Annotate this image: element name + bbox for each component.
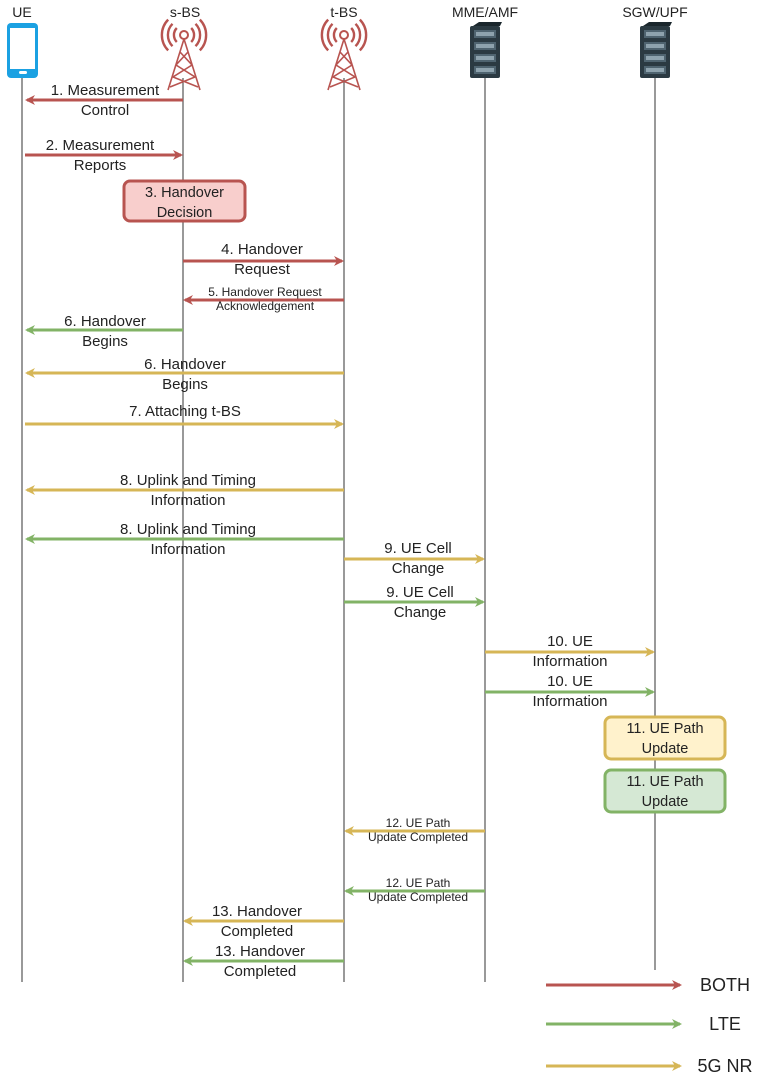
message-label: 12. UE Path	[386, 876, 451, 890]
message-label: Completed	[221, 923, 294, 940]
message-label: Update Completed	[368, 830, 468, 844]
message-label: 10. UE	[547, 673, 593, 690]
message-label: Information	[532, 693, 607, 710]
message-label: 8. Uplink and Timing	[120, 472, 256, 489]
action-label: Update	[642, 741, 689, 757]
message-label: Information	[150, 541, 225, 558]
message-label: Information	[532, 653, 607, 670]
legend-label: BOTH	[700, 975, 750, 995]
message-label: 4. Handover	[221, 241, 303, 258]
message-label: 2. Measurement	[46, 137, 155, 154]
action-label: Decision	[157, 205, 213, 221]
server-rack-icon	[470, 22, 502, 78]
message-m10b: 10. UE Information	[485, 673, 655, 710]
message-label: 9. UE Cell	[386, 584, 454, 601]
message-m7: 7. Attaching t-BS	[25, 403, 344, 429]
participant-label-tbs: t-BS	[330, 4, 357, 20]
action-label: 11. UE Path	[626, 721, 703, 737]
legend-item-nr: 5G NR	[546, 1056, 753, 1076]
message-label: 13. Handover	[212, 903, 302, 920]
message-label: Completed	[224, 963, 297, 980]
message-label: 5. Handover Request	[208, 285, 322, 299]
legend-label: 5G NR	[697, 1056, 752, 1076]
message-m10a: 10. UE Information	[485, 633, 655, 670]
message-label: Change	[394, 604, 447, 621]
action-label: 3. Handover	[145, 185, 224, 201]
message-label: 10. UE	[547, 633, 593, 650]
message-label: Update Completed	[368, 890, 468, 904]
message-label: 6. Handover	[64, 313, 146, 330]
message-label: Request	[234, 261, 291, 278]
action-label: 11. UE Path	[626, 774, 703, 790]
message-label: 1. Measurement	[51, 82, 160, 99]
message-label: Change	[392, 560, 445, 577]
message-label: 6. Handover	[144, 356, 226, 373]
participant-label-sgw: SGW/UPF	[622, 4, 687, 20]
cell-tower-icon	[320, 18, 368, 91]
legend-item-lte: LTE	[546, 1014, 741, 1034]
message-label: Acknowledgement	[216, 299, 315, 313]
message-label: Begins	[162, 376, 208, 393]
legend-label: LTE	[709, 1014, 741, 1034]
message-label: Information	[150, 492, 225, 509]
message-label: Reports	[74, 157, 127, 174]
message-label: 12. UE Path	[386, 816, 451, 830]
server-rack-icon	[640, 22, 672, 78]
message-label: 13. Handover	[215, 943, 305, 960]
participant-label-ue: UE	[12, 4, 31, 20]
message-label: Begins	[82, 333, 128, 350]
legend-item-both: BOTH	[546, 975, 750, 995]
message-label: 8. Uplink and Timing	[120, 521, 256, 538]
cell-tower-icon	[160, 18, 208, 91]
message-label: 7. Attaching t-BS	[129, 403, 241, 420]
participant-label-mme: MME/AMF	[452, 4, 518, 20]
phone-icon	[7, 23, 38, 78]
action-label: Update	[642, 794, 689, 810]
participant-label-sbs: s-BS	[170, 4, 200, 20]
message-label: 9. UE Cell	[384, 540, 452, 557]
message-label: Control	[81, 102, 129, 119]
